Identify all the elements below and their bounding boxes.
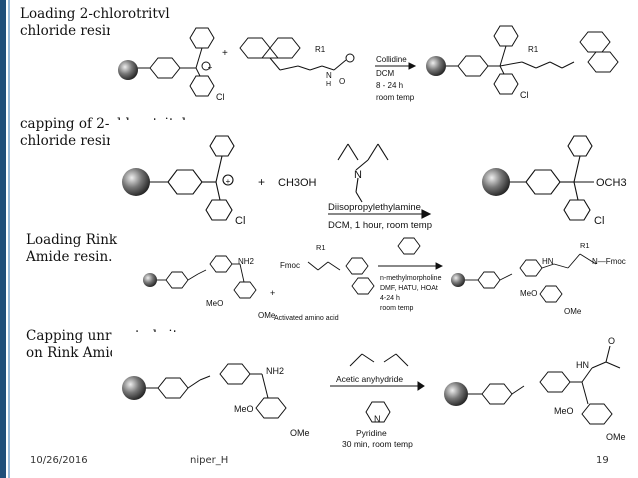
footer-author: niper_H (190, 455, 229, 466)
scheme-1-r1: R1 (315, 45, 326, 54)
scheme-2-plus: + (258, 175, 265, 189)
scheme-3-ome-right: OMe (564, 307, 582, 316)
scheme-4: NH2 MeO OMe Acetic anyhydride N Pyridine… (112, 332, 632, 450)
section-3-label-line1: Loading Rink (26, 232, 118, 248)
scheme-1-drawing: + + Cl R1 N H O Collidine DCM 8 - 24 h r… (118, 25, 619, 102)
scheme-1-cl-left: Cl (216, 92, 225, 102)
scheme-3: NH2 MeO OMe Fmoc R1 + Activated amino ac… (140, 234, 632, 324)
scheme-1-reagent-4: room temp (376, 93, 415, 102)
scheme-3-fmoc-right: N—Fmoc (592, 257, 626, 266)
scheme-4-hn: HN (576, 360, 589, 370)
scheme-2: + Cl + CH3OH N Diisopropylethylamine DCM… (110, 120, 632, 234)
scheme-3-caption: Activated amino acid (274, 315, 339, 322)
scheme-1: + + Cl R1 N H O Collidine DCM 8 - 24 h r… (110, 18, 632, 110)
scheme-3-plus: + (270, 288, 275, 298)
scheme-2-drawing: + Cl + CH3OH N Diisopropylethylamine DCM… (122, 135, 627, 231)
scheme-3-meo: MeO (206, 299, 223, 308)
scheme-4-o: O (608, 336, 615, 346)
scheme-4-meo-right: MeO (554, 406, 574, 416)
accent-strip (0, 0, 6, 478)
scheme-3-nh2: NH2 (238, 257, 255, 266)
section-2-label-line2: chloride resin. (20, 133, 120, 149)
scheme-1-r1-right: R1 (528, 45, 539, 54)
scheme-2-n: N (354, 169, 362, 181)
scheme-4-reagent-3: 30 min, room temp (342, 439, 413, 449)
scheme-3-r1: R1 (316, 243, 326, 252)
scheme-4-nh2: NH2 (266, 366, 284, 376)
scheme-1-h: H (326, 81, 331, 88)
scheme-1-cl-right: Cl (520, 90, 529, 100)
scheme-2-conditions: DCM, 1 hour, room temp (328, 220, 432, 231)
scheme-4-reagent-2: Pyridine (356, 428, 387, 438)
scheme-3-r1-right: R1 (580, 241, 590, 250)
scheme-3-drawing: NH2 MeO OMe Fmoc R1 + Activated amino ac… (143, 237, 626, 322)
scheme-4-drawing: NH2 MeO OMe Acetic anyhydride N Pyridine… (122, 336, 626, 449)
scheme-1-plus-charge: + (208, 63, 213, 72)
scheme-3-fmoc: Fmoc (280, 261, 300, 270)
scheme-2-cl-left: Cl (235, 215, 245, 227)
scheme-3-hn: HN (542, 257, 554, 266)
scheme-3-reagent-1: n-methylmorpholine (380, 275, 442, 282)
footer-page-number: 19 (596, 455, 609, 466)
accent-strip-thin (8, 0, 10, 478)
scheme-4-ome-right: OMe (606, 432, 626, 442)
scheme-4-meo: MeO (234, 404, 254, 414)
scheme-3-meo-right: MeO (520, 289, 537, 298)
scheme-1-reagent-2: DCM (376, 69, 395, 78)
section-1-label-line2: chloride resin. (20, 23, 120, 39)
footer-date: 10/26/2016 (30, 455, 88, 466)
scheme-2-methanol: CH3OH (278, 177, 317, 189)
scheme-3-reagent-3: 4-24 h (380, 295, 400, 302)
scheme-3-reagent-2: DMF, HATU, HOAt (380, 285, 438, 292)
scheme-1-o: O (339, 77, 345, 86)
scheme-2-plus-charge: + (226, 177, 231, 186)
scheme-1-reagent-1: Collidine (376, 55, 407, 64)
scheme-1-nh: N (326, 71, 332, 80)
scheme-4-reagent-1: Acetic anyhydride (336, 374, 403, 384)
scheme-4-pyridine-n: N (374, 414, 381, 424)
scheme-2-cl-right: Cl (594, 215, 604, 227)
scheme-3-reagent-4: room temp (380, 305, 414, 312)
scheme-1-plus: + (222, 48, 228, 59)
section-3-label-line2: Amide resin. (26, 249, 113, 265)
section-3-label: Loading Rink Amide resin. (26, 232, 117, 266)
scheme-2-base: Diisopropylethylamine (328, 202, 421, 213)
scheme-1-reagent-3: 8 - 24 h (376, 81, 403, 90)
scheme-3-ome: OMe (258, 311, 276, 320)
scheme-2-och3: OCH3 (596, 177, 627, 189)
scheme-4-ome: OMe (290, 428, 310, 438)
